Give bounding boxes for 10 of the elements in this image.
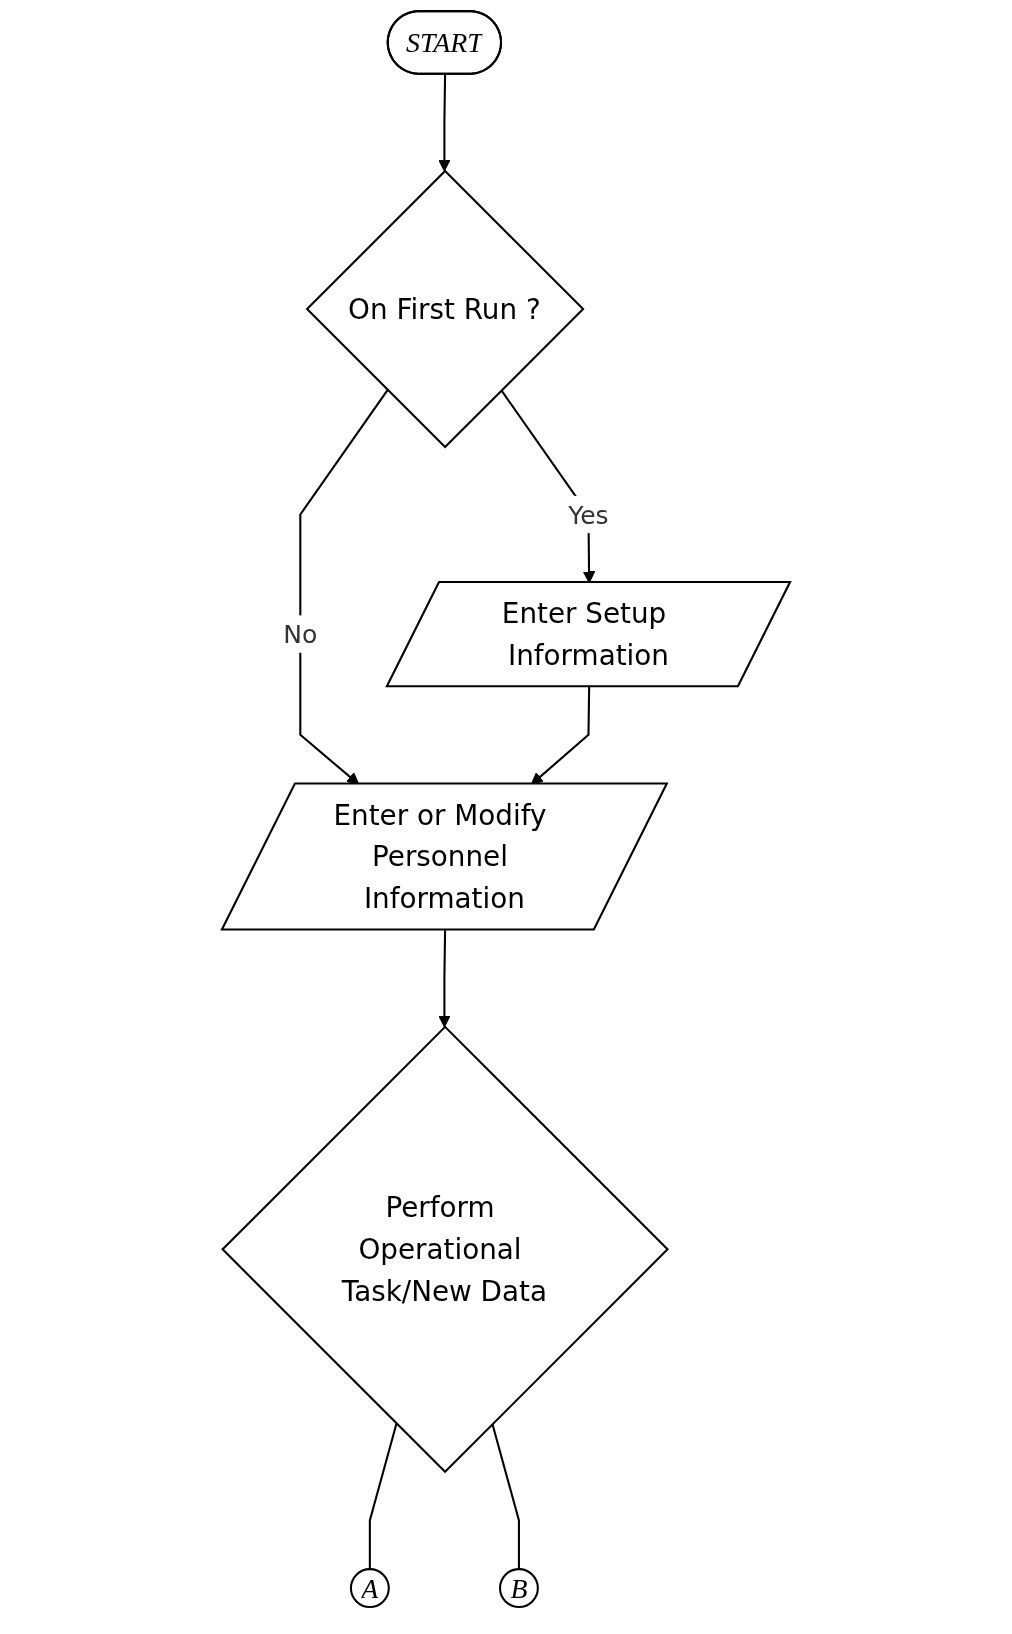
edge-label: Yes: [568, 499, 609, 530]
node-circle: A: [349, 1568, 390, 1608]
connector: [368, 1423, 398, 1570]
node-circle: B: [498, 1568, 539, 1608]
edge-label: No: [283, 619, 318, 649]
arrow: [438, 930, 451, 1028]
node-diamond: On First Run ?: [305, 169, 585, 449]
connector: [491, 1423, 520, 1570]
arrow: [438, 74, 451, 172]
node-diamond: Perform Operational Task/New Data: [221, 1025, 670, 1474]
